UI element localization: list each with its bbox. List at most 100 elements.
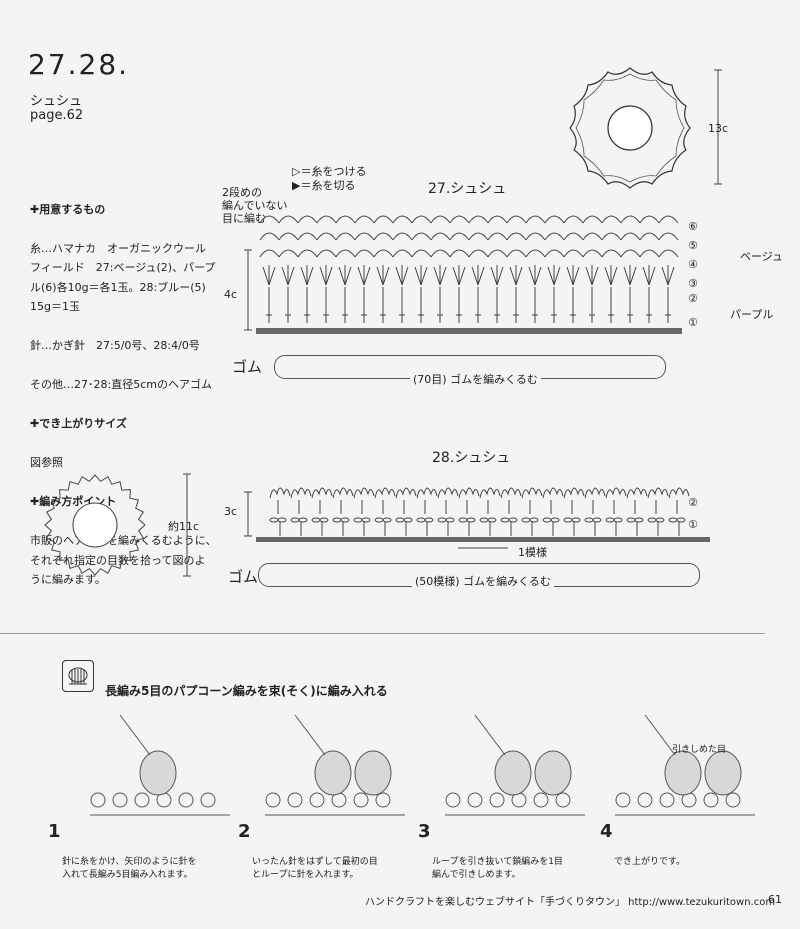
step-3: 3 ループを引き抜いて鎖編みを1目 編んで引きしめます。 (418, 823, 563, 882)
chain-arc (316, 215, 337, 224)
chain-stitch (467, 792, 483, 808)
fan-stitch (509, 265, 523, 286)
chain-arc (582, 215, 603, 224)
chain-arc (639, 215, 660, 224)
chain-loop (479, 517, 489, 523)
step-2-text: いったん針をはずして最初の目 とループに針を入れます。 (252, 857, 378, 880)
crochet-hook (294, 714, 326, 756)
scrunchie-27-illustration (569, 67, 722, 189)
chain-stitch (703, 792, 719, 808)
chain-loop (521, 517, 531, 523)
chain-loop (319, 517, 329, 523)
popcorn-stitch-icon (62, 660, 94, 692)
instructions-panel: ✚用意するもの 糸…ハマナカ オーガニックウール フィールド 27:ベージュ(2… (30, 180, 250, 609)
picot-stitch (605, 487, 627, 499)
chain-arc (525, 232, 546, 241)
repeat-label: 1模様 (518, 546, 547, 559)
materials-other: その他…27･28:直径5cmのヘアゴム (30, 378, 212, 391)
chain-stitch (375, 792, 391, 808)
band-text-28: (50模様) ゴムを編みくるむ (412, 573, 554, 589)
fan-stitch (661, 265, 675, 286)
row-6-label: ⑥ (688, 220, 698, 233)
picot-stitch (626, 487, 648, 499)
chain-arc (373, 232, 394, 241)
fan-stitch (566, 265, 580, 286)
points-text: 市販のヘアゴムを編みくるむように、 それぞれ指定の目数を拾って図のよ うに編みま… (30, 534, 217, 586)
size-28-label: 約11c (168, 520, 200, 533)
chain-arc (278, 215, 299, 224)
chain-loop (277, 517, 287, 523)
page-title: 27.28. (28, 48, 130, 81)
chain-arc (449, 249, 470, 258)
chain-loop (487, 517, 497, 523)
chain-arc (468, 232, 489, 241)
chain-arc (411, 215, 432, 224)
chain-arc (658, 232, 679, 241)
picot-stitch (353, 487, 375, 499)
chain-arc (392, 249, 413, 258)
chain-loop (571, 517, 581, 523)
step-4-number: 4 (600, 821, 613, 842)
chain-stitch (725, 792, 741, 808)
chain-arc (297, 232, 318, 241)
step-2-number: 2 (238, 821, 251, 842)
chain-arc (487, 215, 508, 224)
chain-stitch (265, 792, 281, 808)
picot-stitch (395, 487, 417, 499)
step-2: 2 いったん針をはずして最初の目 とループに針を入れます。 (238, 823, 378, 882)
chain-arc (259, 215, 280, 224)
gomu-label-27: ゴム (232, 358, 263, 376)
materials-needle: 針…かぎ針 27:5/0号、28:4/0号 (30, 339, 200, 352)
chain-stitch (287, 792, 303, 808)
step-1-text: 針に糸をかけ、矢印のように針を 入れて長編み5目編み入れます。 (62, 857, 197, 880)
chain-arc (563, 215, 584, 224)
popcorn-cluster (314, 750, 352, 796)
diagram-28-height: 3c (224, 505, 238, 518)
row-4-label: ④ (688, 258, 698, 271)
legend-attach: ▷＝糸をつける (292, 165, 367, 178)
fan-stitch (338, 265, 352, 286)
fan-stitch (547, 265, 561, 286)
picot-stitch (668, 487, 690, 499)
chain-arc (430, 249, 451, 258)
page-number: 61 (768, 893, 782, 906)
chain-loop (445, 517, 455, 523)
chain-arc (354, 249, 375, 258)
popcorn-cluster (139, 750, 177, 796)
chain-arc (411, 249, 432, 258)
chain-loop (563, 517, 573, 523)
step-1-number: 1 (48, 821, 61, 842)
fan-stitch (357, 265, 371, 286)
chain-arc (297, 249, 318, 258)
diagram-27-note: 2段めの 編んでいない 目に編む (222, 186, 288, 225)
row-2-label: ② (688, 292, 698, 305)
chain-arc (449, 232, 470, 241)
picot-stitch (521, 487, 543, 499)
chain-loop (311, 517, 321, 523)
popcorn-cluster (704, 750, 742, 796)
chain-loop (416, 517, 426, 523)
chain-arc (620, 232, 641, 241)
chain-arc (620, 249, 641, 258)
crochet-hook (119, 714, 151, 756)
gomu-label-28: ゴム (228, 568, 259, 586)
chain-arc (373, 249, 394, 258)
chain-stitch (637, 792, 653, 808)
chain-loop (550, 517, 560, 523)
section-divider (0, 633, 765, 634)
chain-arc (278, 249, 299, 258)
chain-loop (382, 517, 392, 523)
chain-arc (544, 232, 565, 241)
color-beige-label: ベージュ (740, 250, 784, 263)
page-reference: page.62 (30, 108, 84, 123)
chain-stitch (112, 792, 128, 808)
popcorn-cluster (664, 750, 702, 796)
legend-cut: ▶＝糸を切る (292, 179, 356, 192)
popcorn-cluster (354, 750, 392, 796)
chain-loop (269, 517, 279, 523)
fan-stitch (300, 265, 314, 286)
row-1-label-28: ① (688, 518, 698, 531)
chain-arc (506, 215, 527, 224)
picot-stitch (311, 487, 333, 499)
chain-arc (601, 249, 622, 258)
